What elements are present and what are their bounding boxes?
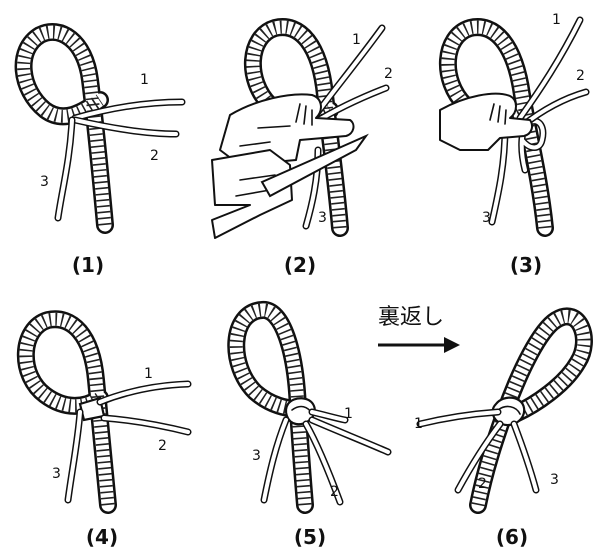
panel-2: 1 2 3 (2) [212, 27, 393, 277]
panel-label-5: (5) [294, 525, 326, 549]
strand-1 [100, 384, 188, 402]
flip-caption: 裏返し [378, 305, 444, 330]
panel-4: 1 2 3 (4) [26, 319, 188, 549]
strand-label-2: 2 [150, 148, 159, 164]
strand-label-3: 3 [550, 472, 559, 488]
strand-label-2: 2 [158, 438, 167, 454]
panel-label-3: (3) [510, 253, 542, 277]
strand-label-2: 2 [330, 484, 339, 500]
strand-3 [58, 120, 72, 218]
strand-label-3: 3 [52, 466, 61, 482]
strand-label-3: 3 [252, 448, 261, 464]
strand-2 [104, 418, 188, 432]
strand-label-2: 2 [576, 68, 585, 84]
strand-label-2: 2 [384, 66, 393, 82]
strand-2 [312, 420, 388, 452]
strand-label-1: 1 [140, 72, 149, 88]
strand-3 [264, 420, 286, 500]
strand-3 [514, 424, 536, 490]
strand-label-1: 1 [414, 416, 423, 432]
panel-1: 1 2 3 (1) [24, 32, 182, 277]
panel-6: 1 2 3 (6) [414, 316, 584, 549]
panel-label-6: (6) [496, 525, 528, 549]
right-arrow-icon [378, 337, 460, 353]
strand-label-2: 2 [478, 476, 487, 492]
panel-label-4: (4) [86, 525, 118, 549]
flip-indicator: 裏返し [378, 305, 460, 353]
strand-label-3: 3 [40, 174, 49, 190]
strand-label-1: 1 [552, 12, 561, 28]
strand-1 [420, 412, 498, 424]
strand-label-1: 1 [344, 406, 353, 422]
strand-3 [68, 412, 80, 500]
panel-label-1: (1) [72, 253, 104, 277]
strand-label-1: 1 [352, 32, 361, 48]
strand-label-3: 3 [482, 210, 491, 226]
strand-label-1: 1 [144, 366, 153, 382]
strand-label-3: 3 [318, 210, 327, 226]
panel-5: 1 2 3 (5) [236, 310, 388, 549]
panel-3: 1 2 3 (3) [440, 12, 586, 277]
panel-label-2: (2) [284, 253, 316, 277]
